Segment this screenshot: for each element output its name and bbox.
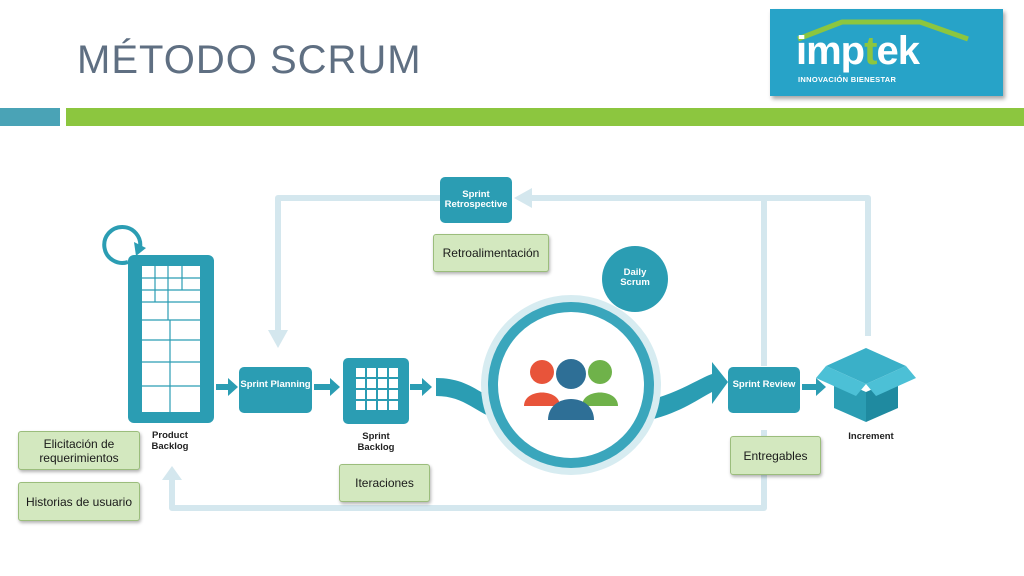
sprint-retrospective-label: Sprint Retrospective [444, 189, 508, 210]
loop-review-to-backlog [169, 430, 767, 511]
note-iteraciones: Iteraciones [339, 464, 430, 502]
sprint-retrospective-node [440, 177, 512, 223]
arrow-sprintbacklog-circle-icon [422, 378, 432, 396]
arrow-to-retrospective-icon [514, 188, 532, 208]
flow-into-sprint [436, 378, 500, 420]
logo-roof-icon [797, 19, 969, 42]
arrow-to-backlog-icon [162, 466, 182, 480]
daily-scrum-label: Daily Scrum [620, 267, 650, 288]
connector-review-increment [802, 384, 818, 390]
sprint-backlog-icon [343, 358, 409, 424]
loop-retrospective-to-planning [275, 195, 440, 330]
flow-out-of-sprint [650, 362, 728, 420]
note-entregables: Entregables [730, 436, 821, 475]
increment-caption: Increment [848, 431, 894, 442]
arrow-backlog-planning-icon [228, 378, 238, 396]
sprint-backlog-caption: Sprint Backlog [357, 431, 395, 453]
team-icon [524, 359, 618, 420]
arrow-planning-sprintbacklog-icon [330, 378, 340, 396]
refresh-icon [102, 224, 143, 265]
page-title: MÉTODO SCRUM [77, 38, 422, 82]
logo-wordmark: imptek [796, 29, 920, 73]
sprint-planning-node [239, 367, 312, 413]
increment-box-icon [816, 348, 916, 422]
note-retroalimentacion: Retroalimentación [433, 234, 549, 272]
note-historias: Historias de usuario [18, 482, 140, 521]
header-bar-green [66, 108, 1024, 126]
arrow-review-increment-icon [816, 378, 826, 396]
note-elicitacion: Elicitación de requerimientos [18, 431, 140, 470]
daily-scrum-node [602, 246, 668, 312]
flow-connectors [216, 378, 826, 396]
connector-planning-sprintbacklog [314, 384, 332, 390]
logo-tagline: INNOVACIÓN BIENESTAR [798, 75, 897, 84]
header-bar-teal [0, 108, 60, 126]
arrow-to-planning-icon [268, 330, 288, 348]
product-backlog-icon [102, 224, 214, 423]
sprint-planning-label: Sprint Planning [240, 379, 311, 390]
connector-sprintbacklog-circle [410, 384, 424, 390]
loop-arrowheads [162, 188, 532, 480]
product-backlog-caption: Product Backlog [151, 430, 189, 452]
sprint-review-node [728, 367, 800, 413]
imptek-logo: imptek INNOVACIÓN BIENESTAR [770, 9, 1003, 96]
sprint-review-label: Sprint Review [732, 379, 796, 390]
connector-backlog-planning [216, 384, 230, 390]
loop-increment-to-retrospective [528, 195, 871, 336]
